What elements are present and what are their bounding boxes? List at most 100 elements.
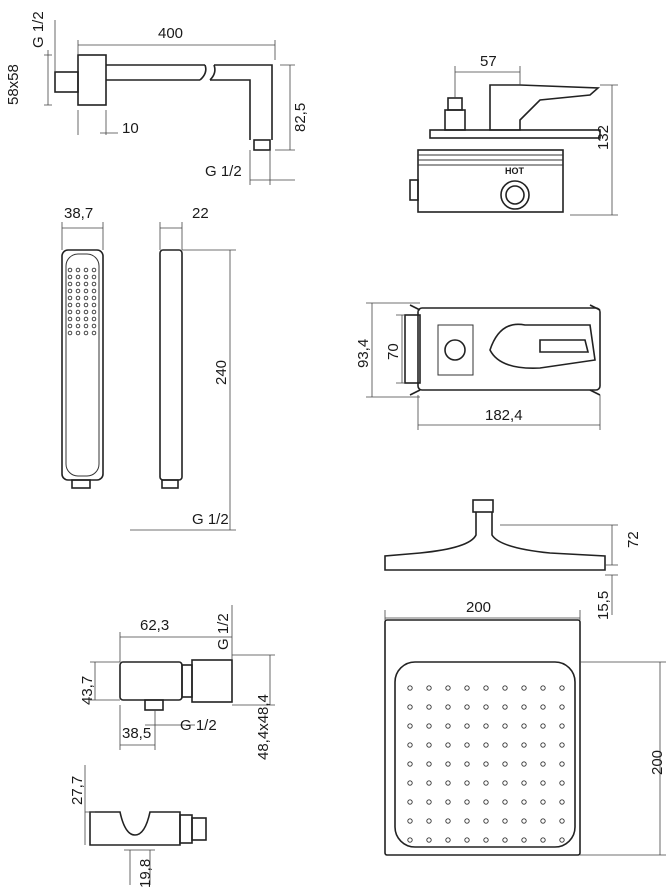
spray-nozzle [464,799,470,805]
spray-nozzle [540,837,546,843]
hand-spray-nozzle [67,281,73,287]
outlet-plate-label: 48,4x48,4 [255,694,272,760]
arm-drop-label: 82,5 [292,103,309,132]
spray-nozzle [502,742,508,748]
spray-nozzle [483,780,489,786]
head-side-drawing: 72 15,5 [384,499,642,620]
hand-spray-nozzle [91,309,97,315]
hand-spray-nozzle [83,295,89,301]
spray-nozzle [407,837,413,843]
hand-spray-nozzle [67,302,73,308]
hand-spray-nozzle [75,267,81,273]
spray-nozzle [559,723,565,729]
mixer-front-drawing: 93,4 70 182,4 [355,302,601,430]
spray-nozzle [426,837,432,843]
hand-spray-nozzle [83,330,89,336]
spray-nozzle [464,761,470,767]
spray-nozzle [521,685,527,691]
spray-nozzle [540,742,546,748]
spray-nozzle [464,818,470,824]
spray-nozzle [521,799,527,805]
spray-nozzle [426,704,432,710]
hand-spray-nozzle [75,302,81,308]
arm-flange-label: 58x58 [5,64,22,105]
arm-flange-depth-label: 10 [122,120,139,137]
spray-nozzle [502,704,508,710]
mixer-height-label: 132 [595,125,612,150]
spray-nozzle [483,704,489,710]
spray-nozzle [464,704,470,710]
spray-nozzle [426,742,432,748]
hand-spray-nozzle [91,295,97,301]
head-top-drawing: 200 200 [384,599,666,856]
mixer-plate-width-label: 182,4 [485,407,523,424]
hand-spray-nozzle [83,267,89,273]
spray-nozzle [426,723,432,729]
hand-depth-label: 22 [192,205,209,222]
spray-nozzle [483,685,489,691]
hand-spray-nozzle [83,309,89,315]
mixer-spout-offset-label: 57 [480,53,497,70]
spray-nozzle [559,742,565,748]
spray-nozzle [559,780,565,786]
spray-nozzle [445,723,451,729]
outlet-height-label: 43,7 [79,676,96,705]
hand-spray-nozzle [75,288,81,294]
spray-nozzle [426,685,432,691]
hand-spray-nozzle [91,274,97,280]
arm-outlet-thread-label: G 1/2 [205,163,242,180]
hand-spray-nozzle [67,267,73,273]
spray-nozzle [540,818,546,824]
shower-arm-drawing: G 1/2 400 58x58 82,5 10 G 1/2 [5,11,309,185]
spray-nozzle [445,780,451,786]
spray-nozzle [407,704,413,710]
spray-nozzle [540,685,546,691]
spray-nozzle [464,685,470,691]
hand-spray-nozzle [75,281,81,287]
holder-drawing: 27,7 19,8 [69,765,207,888]
hand-length-label: 240 [213,360,230,385]
hand-spray-nozzle [75,323,81,329]
hand-spray-nozzle [67,295,73,301]
outlet-offset-label: 38,5 [122,725,151,742]
spray-nozzle [445,761,451,767]
hand-spray-nozzle [91,267,97,273]
hand-spray-nozzle [83,302,89,308]
hand-spray-nozzle [67,309,73,315]
hand-spray-nozzle [75,274,81,280]
spray-nozzle [502,837,508,843]
spray-nozzle [407,685,413,691]
spray-nozzle [521,780,527,786]
spray-nozzle [521,837,527,843]
spray-nozzle [426,780,432,786]
mixer-box-height-label: 93,4 [355,339,372,368]
spray-nozzle [464,837,470,843]
hand-spray-nozzle [75,295,81,301]
hot-label: HOT [505,166,525,176]
spray-nozzle [540,780,546,786]
spray-nozzle [540,723,546,729]
hand-spray-nozzle [75,316,81,322]
holder-depth-label: 19,8 [137,859,154,888]
hand-spray-nozzle [67,330,73,336]
spray-nozzle [502,818,508,824]
hand-width-label: 38,7 [64,205,93,222]
hand-spray-nozzle [83,288,89,294]
hand-spray-nozzle [83,316,89,322]
hand-spray-nozzle [67,288,73,294]
hand-spray-nozzle [67,316,73,322]
hand-spray-nozzle [91,281,97,287]
spray-nozzle [483,742,489,748]
spray-nozzle [540,761,546,767]
spray-nozzle [445,837,451,843]
outlet-thread-bottom-label: G 1/2 [180,717,217,734]
hand-spray-nozzle [67,323,73,329]
spray-nozzle [559,685,565,691]
spray-nozzle [426,818,432,824]
spray-nozzle [502,799,508,805]
hand-spray-nozzle [91,316,97,322]
spray-nozzle [559,837,565,843]
spray-nozzle [521,723,527,729]
spray-nozzle [502,723,508,729]
spray-nozzle [407,799,413,805]
